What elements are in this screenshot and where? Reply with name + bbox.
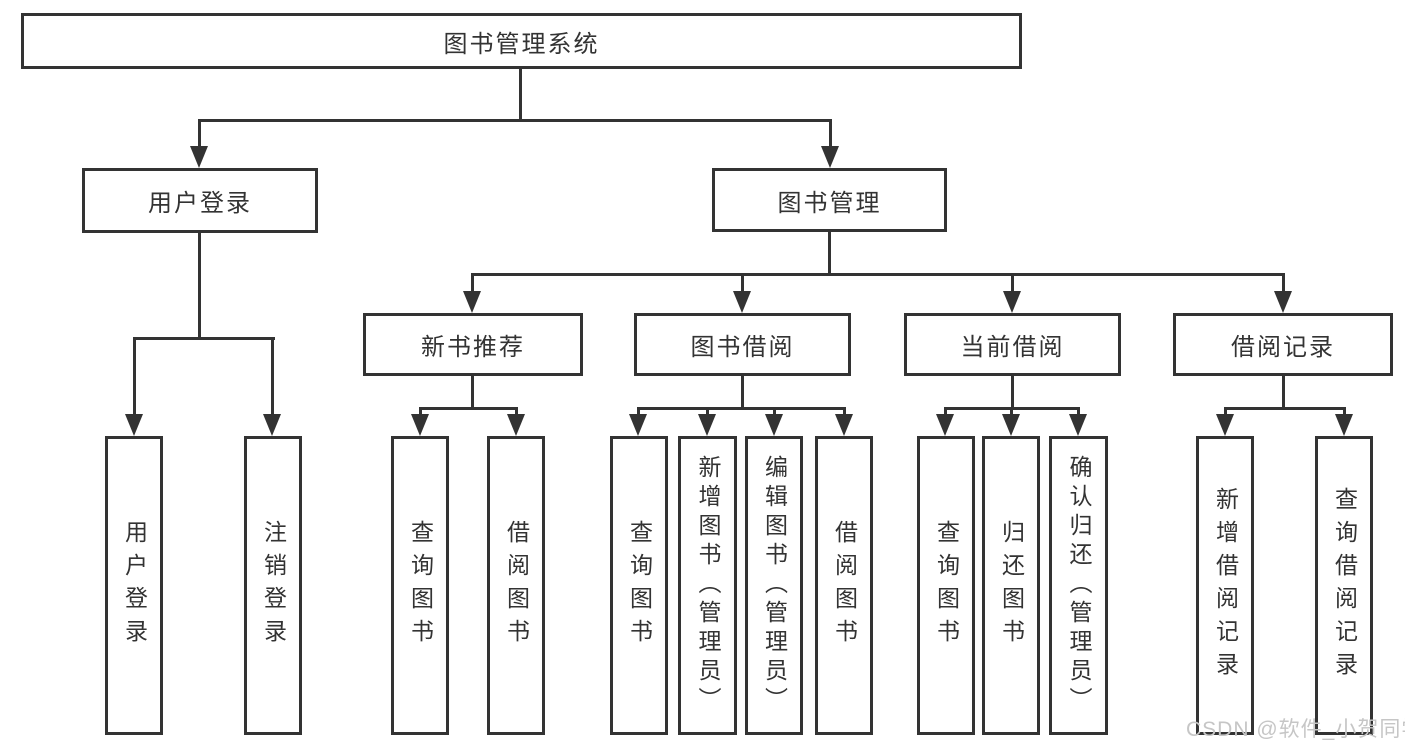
node-current-borrowing-label: 当前借阅 <box>960 334 1065 361</box>
connector-drop-cb-0 <box>944 407 947 414</box>
node-book-borrowing-label: 图书借阅 <box>690 334 795 361</box>
connector-drop-new-book-recommend <box>471 273 474 291</box>
leaf-nbr-borrow-books: 借阅图书 <box>487 436 545 735</box>
arrowhead-bb-1-icon <box>698 414 716 436</box>
arrowhead-user-login-icon <box>190 146 208 168</box>
arrowhead-book-borrowing-icon <box>733 291 751 313</box>
connector-bb-bar <box>637 407 845 410</box>
node-current-borrowing: 当前借阅 <box>904 313 1121 376</box>
leaf-bb-add-books-admin: 新增图书（管理员） <box>678 436 737 735</box>
connector-drop-nbr-0 <box>419 407 422 414</box>
node-new-book-recommend: 新书推荐 <box>363 313 583 376</box>
arrowhead-current-borrowing-icon <box>1003 291 1021 313</box>
node-library-system: 图书管理系统 <box>21 13 1022 69</box>
node-borrowing-records-label: 借阅记录 <box>1231 334 1335 361</box>
arrowhead-nbr-0-icon <box>411 414 429 436</box>
connector-drop-bb-3 <box>843 407 846 414</box>
connector-nbr-bar <box>419 407 518 410</box>
node-borrowing-records: 借阅记录 <box>1173 313 1393 376</box>
connector-root-stem <box>519 69 522 119</box>
connector-cb-stem <box>1011 376 1014 407</box>
leaf-cb-query-books-label: 查询图书 <box>933 519 960 652</box>
connector-drop-bb-1 <box>706 407 709 414</box>
leaf-cb-return-books-label: 归还图书 <box>998 519 1025 652</box>
arrowhead-br-0-icon <box>1216 414 1234 436</box>
connector-drop-leaf-logout <box>271 337 274 414</box>
leaf-cb-query-books: 查询图书 <box>917 436 975 735</box>
connector-drop-leaf-login <box>133 337 136 414</box>
connector-drop-br-1 <box>1343 407 1346 414</box>
connector-drop-user-login <box>198 119 201 148</box>
leaf-logout-label: 注销登录 <box>260 519 287 652</box>
leaf-br-query-record: 查询借阅记录 <box>1315 436 1373 735</box>
arrowhead-nbr-1-icon <box>507 414 525 436</box>
connector-drop-br-0 <box>1224 407 1227 414</box>
leaf-nbr-query-books: 查询图书 <box>391 436 449 735</box>
connector-drop-book-management <box>829 119 832 148</box>
node-book-borrowing: 图书借阅 <box>634 313 851 376</box>
leaf-logout: 注销登录 <box>244 436 302 735</box>
arrowhead-br-1-icon <box>1335 414 1353 436</box>
arrowhead-cb-2-icon <box>1069 414 1087 436</box>
connector-br-bar <box>1224 407 1345 410</box>
arrowhead-leaf-logout-icon <box>263 414 281 436</box>
connector-user-login-stem <box>198 233 201 337</box>
node-new-book-recommend-label: 新书推荐 <box>421 334 525 361</box>
arrowhead-cb-1-icon <box>1002 414 1020 436</box>
leaf-bb-borrow-books-label: 借阅图书 <box>831 519 858 652</box>
leaf-bb-query-books: 查询图书 <box>610 436 668 735</box>
leaf-br-query-record-label: 查询借阅记录 <box>1331 486 1358 685</box>
connector-drop-cb-1 <box>1010 407 1013 414</box>
connector-bb-stem <box>741 376 744 407</box>
connector-drop-borrowing-records <box>1282 273 1285 291</box>
connector-book-management-stem <box>828 232 831 273</box>
leaf-br-add-record-label: 新增借阅记录 <box>1212 486 1239 685</box>
arrowhead-cb-0-icon <box>936 414 954 436</box>
connector-drop-bb-2 <box>773 407 776 414</box>
leaf-br-add-record: 新增借阅记录 <box>1196 436 1254 735</box>
node-book-management-label: 图书管理 <box>777 189 882 217</box>
connector-drop-bb-0 <box>637 407 640 414</box>
leaf-cb-confirm-return-admin: 确认归还（管理员） <box>1049 436 1108 735</box>
connector-drop-nbr-1 <box>515 407 518 414</box>
leaf-bb-edit-books-admin: 编辑图书（管理员） <box>745 436 803 735</box>
leaf-nbr-borrow-books-label: 借阅图书 <box>503 519 530 652</box>
connector-nbr-stem <box>471 376 474 407</box>
leaf-nbr-query-books-label: 查询图书 <box>407 519 434 652</box>
arrowhead-bb-0-icon <box>629 414 647 436</box>
leaf-bb-edit-books-admin-label: 编辑图书（管理员） <box>761 455 788 716</box>
connector-book-management-bar <box>471 273 1285 276</box>
connector-drop-cb-2 <box>1077 407 1080 414</box>
leaf-bb-add-books-admin-label: 新增图书（管理员） <box>695 455 721 716</box>
arrowhead-bb-3-icon <box>835 414 853 436</box>
node-user-login: 用户登录 <box>82 168 318 233</box>
leaf-bb-borrow-books: 借阅图书 <box>815 436 873 735</box>
arrowhead-book-management-icon <box>821 146 839 168</box>
leaf-bb-query-books-label: 查询图书 <box>626 519 653 652</box>
connector-br-stem <box>1282 376 1285 407</box>
leaf-cb-confirm-return-admin-label: 确认归还（管理员） <box>1066 455 1092 716</box>
connector-user-login-bar <box>133 337 275 340</box>
arrowhead-new-book-recommend-icon <box>463 291 481 313</box>
node-user-login-label: 用户登录 <box>148 190 252 217</box>
leaf-user-login-label: 用户登录 <box>121 519 148 652</box>
watermark-text: CSDN @软件_小贺同学 <box>1186 718 1405 741</box>
arrowhead-borrowing-records-icon <box>1274 291 1292 313</box>
leaf-user-login: 用户登录 <box>105 436 163 735</box>
connector-drop-book-borrowing <box>741 273 744 291</box>
node-book-management: 图书管理 <box>712 168 947 232</box>
connector-drop-current-borrowing <box>1011 273 1014 291</box>
arrowhead-leaf-login-icon <box>125 414 143 436</box>
connector-root-bar <box>198 119 832 122</box>
leaf-cb-return-books: 归还图书 <box>982 436 1040 735</box>
arrowhead-bb-2-icon <box>765 414 783 436</box>
node-library-system-label: 图书管理系统 <box>443 30 600 58</box>
